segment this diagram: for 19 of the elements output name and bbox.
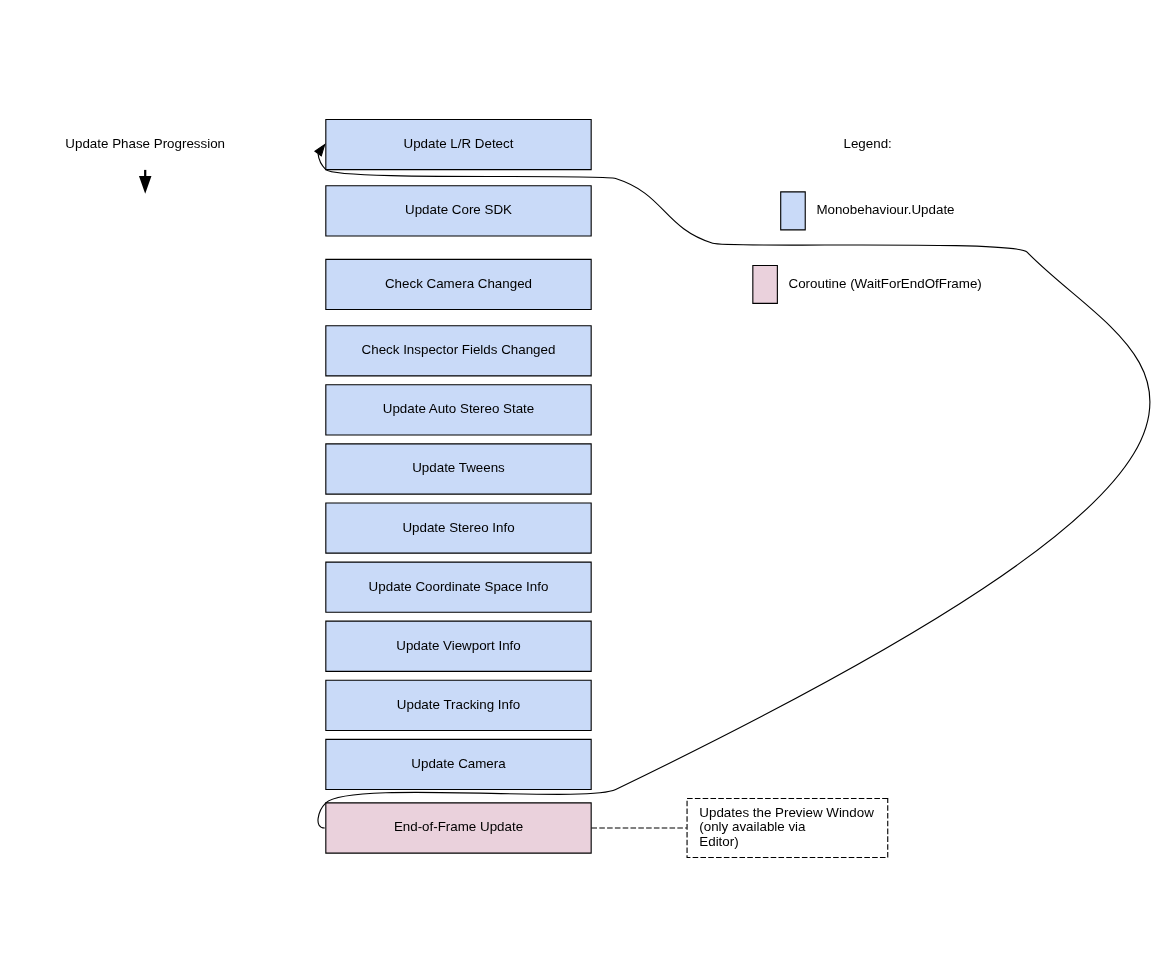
node-box: End-of-Frame Update xyxy=(325,801,592,854)
connector xyxy=(590,826,688,829)
node-box: Update Tweens xyxy=(325,442,592,495)
legend-label: Monobehaviour.Update xyxy=(816,201,955,217)
node-box: Check Camera Changed xyxy=(325,258,592,310)
node-box: Check Inspector Fields Changed xyxy=(325,324,592,376)
node-box: Updates the Preview Window (only available via Editor) xyxy=(686,797,889,858)
node-box: Update Core SDK xyxy=(325,184,592,237)
node-box: Update Auto Stereo State xyxy=(325,383,592,436)
node-box: Update Tracking Info xyxy=(325,679,592,731)
node-box: Update Coordinate Space Info xyxy=(325,561,592,613)
node-box: Update L/R Detect xyxy=(325,118,592,170)
node-box: Update Stereo Info xyxy=(325,501,592,554)
node-box: Update Viewport Info xyxy=(325,620,592,672)
label: Legend: xyxy=(843,135,892,151)
legend-label: Coroutine (WaitForEndOfFrame) xyxy=(788,275,982,291)
label: Update Phase Progression xyxy=(65,135,226,151)
node-box: Update Camera xyxy=(325,738,592,790)
arrow xyxy=(314,142,1150,829)
